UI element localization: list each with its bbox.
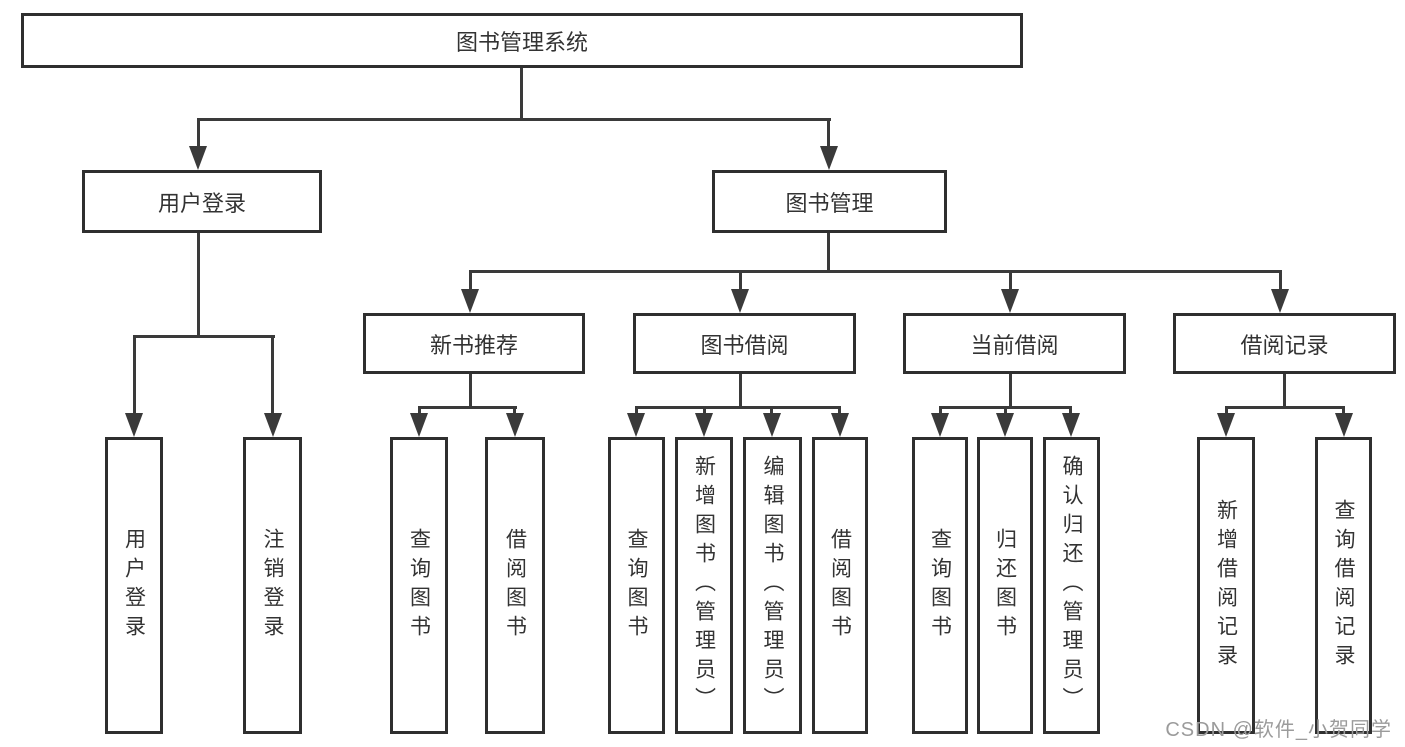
connector-vline (271, 335, 274, 415)
connector-vline (1225, 406, 1228, 416)
connector-hline (133, 335, 275, 338)
arrowhead-down-icon (1062, 413, 1080, 437)
arrowhead-down-icon (125, 413, 143, 437)
connector-hline (469, 270, 1282, 273)
arrowhead-down-icon (996, 413, 1014, 437)
leaf-return-books: 归还图书 (977, 437, 1033, 734)
leaf-label: 用户登录 (122, 527, 146, 644)
leaf-add-borrow-record: 新增借阅记录 (1197, 437, 1255, 734)
leaf-query-books-borrow: 查询图书 (608, 437, 665, 734)
leaf-edit-books-admin: 编辑图书（管理员） (743, 437, 802, 734)
connector-vline (1004, 406, 1007, 416)
node-label: 图书管理 (785, 190, 874, 216)
connector-hline (418, 406, 517, 409)
node-borrow-records: 借阅记录 (1173, 313, 1396, 374)
leaf-user-login: 用户登录 (105, 437, 163, 734)
node-label: 借阅记录 (1240, 332, 1329, 358)
leaf-label: 注销登录 (261, 527, 284, 644)
csdn-watermark: CSDN @软件_小贺同学 (1165, 719, 1392, 741)
connector-hline (197, 118, 831, 121)
node-label: 图书借阅 (700, 332, 789, 358)
leaf-logout: 注销登录 (243, 437, 302, 734)
arrowhead-down-icon (831, 413, 849, 437)
node-label: 当前借阅 (970, 332, 1059, 358)
arrowhead-down-icon (461, 289, 479, 313)
leaf-label: 归还图书 (993, 527, 1017, 644)
arrowhead-down-icon (1335, 413, 1353, 437)
leaf-label: 新增借阅记录 (1214, 498, 1238, 673)
leaf-borrow-books-recommend: 借阅图书 (485, 437, 545, 734)
connector-vline (197, 118, 200, 150)
connector-vline (513, 406, 516, 416)
leaf-label: 查询图书 (407, 527, 431, 644)
connector-hline (1225, 406, 1345, 409)
leaf-borrow-books: 借阅图书 (812, 437, 868, 734)
connector-vline (1279, 270, 1282, 291)
arrowhead-down-icon (763, 413, 781, 437)
leaf-label: 查询图书 (625, 527, 648, 644)
connector-vline (838, 406, 841, 416)
leaf-label: 借阅图书 (828, 527, 852, 644)
leaf-label: 查询图书 (928, 527, 952, 644)
connector-vline (469, 374, 472, 406)
leaf-label: 新增图书（管理员） (692, 455, 716, 716)
node-new-book-recommend: 新书推荐 (363, 313, 585, 374)
arrowhead-down-icon (410, 413, 428, 437)
connector-vline (469, 270, 472, 291)
node-label: 用户登录 (157, 190, 246, 216)
node-library-management-system: 图书管理系统 (21, 13, 1023, 68)
arrowhead-down-icon (1001, 289, 1019, 313)
node-label: 图书管理系统 (455, 29, 588, 55)
node-user-login: 用户登录 (82, 170, 322, 233)
connector-vline (1009, 374, 1012, 406)
arrowhead-down-icon (627, 413, 645, 437)
leaf-query-books-recommend: 查询图书 (390, 437, 448, 734)
connector-vline (939, 406, 942, 416)
leaf-confirm-return-admin: 确认归还（管理员） (1043, 437, 1100, 734)
connector-vline (1283, 374, 1286, 406)
connector-vline (520, 68, 523, 118)
connector-vline (1009, 270, 1012, 291)
arrowhead-down-icon (1271, 289, 1289, 313)
node-book-management: 图书管理 (712, 170, 947, 233)
leaf-label: 查询借阅记录 (1332, 498, 1355, 673)
connector-vline (133, 335, 136, 415)
leaf-label: 编辑图书（管理员） (761, 455, 784, 716)
arrowhead-down-icon (189, 146, 207, 170)
arrowhead-down-icon (264, 413, 282, 437)
arrowhead-down-icon (820, 146, 838, 170)
connector-vline (827, 118, 830, 150)
leaf-add-books-admin: 新增图书（管理员） (675, 437, 733, 734)
node-label: 新书推荐 (429, 332, 518, 358)
connector-vline (197, 233, 200, 335)
leaf-label: 借阅图书 (503, 527, 527, 644)
leaf-query-books-current: 查询图书 (912, 437, 968, 734)
connector-vline (635, 406, 638, 416)
connector-vline (827, 233, 830, 270)
connector-hline (635, 406, 841, 409)
leaf-query-borrow-record: 查询借阅记录 (1315, 437, 1372, 734)
arrowhead-down-icon (1217, 413, 1235, 437)
connector-vline (739, 374, 742, 406)
node-current-borrow: 当前借阅 (903, 313, 1126, 374)
node-book-borrow: 图书借阅 (633, 313, 856, 374)
connector-vline (739, 270, 742, 291)
arrowhead-down-icon (506, 413, 524, 437)
connector-vline (1342, 406, 1345, 416)
arrowhead-down-icon (931, 413, 949, 437)
connector-vline (1069, 406, 1072, 416)
arrowhead-down-icon (731, 289, 749, 313)
connector-vline (703, 406, 706, 416)
connector-vline (418, 406, 421, 416)
leaf-label: 确认归还（管理员） (1060, 455, 1083, 716)
arrowhead-down-icon (695, 413, 713, 437)
connector-vline (770, 406, 773, 416)
